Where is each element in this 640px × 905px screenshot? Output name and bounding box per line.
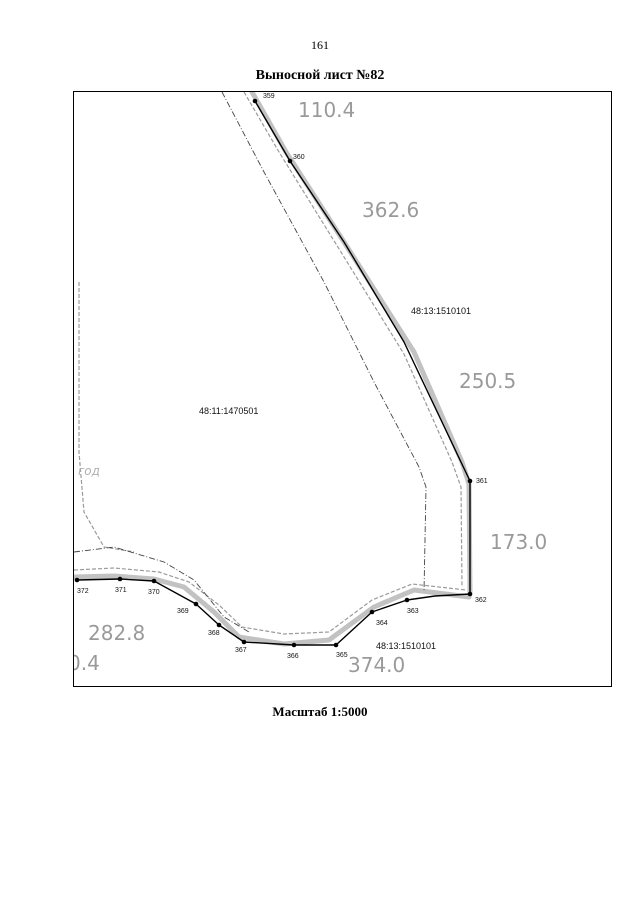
elevation-label-6: 374.0 — [348, 653, 405, 677]
boundary-point-371 — [117, 576, 123, 582]
point-label-367: 367 — [235, 647, 247, 654]
parcel-label-3: 48:13:1510101 — [376, 641, 436, 651]
elevation-label-7: 0.4 — [74, 651, 100, 675]
boundary-points: 359 360 361 362 363 364 365 366 367 368 369 370 371 3… — [74, 93, 488, 660]
point-label-365: 365 — [336, 652, 348, 659]
boundary-point-369 — [193, 601, 199, 607]
point-label-372: 372 — [77, 588, 89, 595]
contour-thin-north — [243, 92, 463, 588]
sheet-title: Выносной лист №82 — [255, 68, 385, 83]
contour-band-south — [74, 573, 472, 647]
boundary-point-359 — [252, 98, 258, 104]
boundary-point-368 — [216, 622, 222, 628]
point-label-368: 368 — [208, 630, 220, 637]
contour-lines — [74, 92, 473, 647]
boundary-point-362 — [467, 591, 473, 597]
point-label-366: 366 — [287, 653, 299, 660]
parcel-boundary — [76, 100, 471, 646]
boundary-point-365 — [333, 642, 339, 648]
road-label: год — [78, 464, 100, 478]
point-label-370: 370 — [148, 589, 160, 596]
contour-thin — [74, 92, 467, 635]
point-label-371: 371 — [115, 587, 127, 594]
page-number: 161 — [311, 38, 329, 52]
point-label-359: 359 — [263, 93, 275, 100]
boundary-point-367 — [241, 639, 247, 645]
point-label-362: 362 — [475, 597, 487, 604]
point-label-369: 369 — [177, 608, 189, 615]
boundary-point-366 — [291, 642, 297, 648]
parcel-label-2: 48:11:1470501 — [199, 406, 258, 416]
point-label-361: 361 — [476, 478, 488, 485]
map-labels: 110.4 362.6 250.5 173.0 282.8 374.0 0.4 … — [74, 98, 547, 677]
parcel-label-1: 48:13:1510101 — [411, 306, 471, 316]
dashdot-left — [74, 546, 250, 633]
elevation-label-2: 362.6 — [362, 198, 419, 222]
map-frame: 359 360 361 362 363 364 365 366 367 368 369 370 371 3… — [73, 91, 612, 687]
elevation-label-3: 250.5 — [459, 369, 516, 393]
point-label-363: 363 — [407, 608, 419, 615]
boundary-point-361 — [467, 478, 473, 484]
scale-label: Масштаб 1:5000 — [272, 704, 368, 719]
point-label-364: 364 — [376, 620, 388, 627]
elevation-label-5: 282.8 — [88, 621, 145, 645]
contour-band-north — [249, 92, 473, 595]
elevation-label-4: 173.0 — [490, 530, 547, 554]
dashdot-lines — [74, 92, 427, 633]
dashdot-inner — [221, 92, 427, 593]
point-label-360: 360 — [293, 154, 305, 161]
contour-thin-south — [74, 567, 467, 635]
elevation-label-1: 110.4 — [298, 98, 355, 122]
boundary-north — [76, 100, 471, 646]
boundary-point-363 — [404, 597, 410, 603]
map-canvas: 359 360 361 362 363 364 365 366 367 368 369 370 371 3… — [74, 92, 547, 677]
boundary-point-370 — [151, 578, 157, 584]
boundary-point-360 — [287, 158, 293, 164]
boundary-point-364 — [369, 609, 375, 615]
contour-left-edge — [78, 282, 135, 553]
boundary-point-372 — [74, 577, 80, 583]
